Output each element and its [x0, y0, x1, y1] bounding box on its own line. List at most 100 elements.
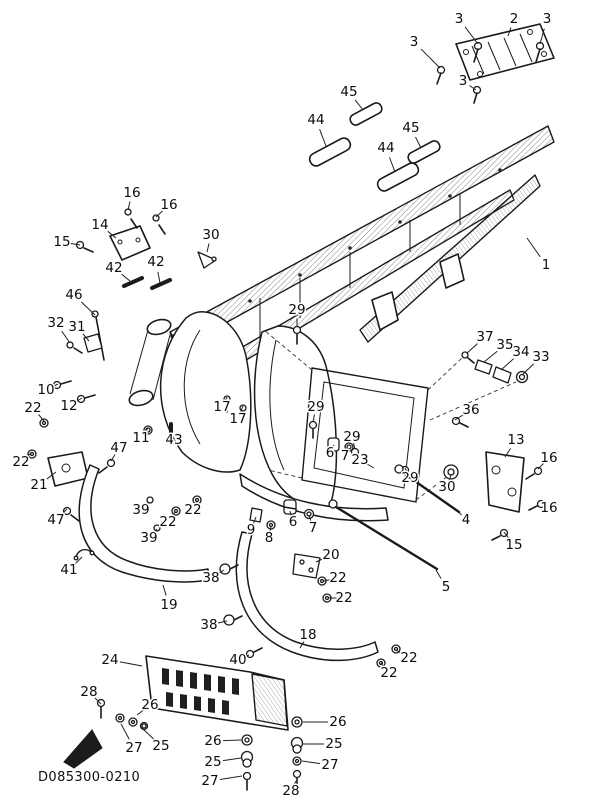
callout-label: 3 [459, 73, 468, 89]
callout-leader [466, 343, 478, 354]
callout-label: 15 [53, 234, 70, 250]
callout-label: 15 [505, 537, 522, 553]
callout-leader [51, 383, 59, 388]
callout-label: 22 [400, 650, 417, 666]
callout-label: 28 [80, 684, 97, 700]
callout-leader [323, 579, 332, 582]
callout-label: 13 [507, 432, 524, 448]
callout-label: 8 [265, 530, 274, 546]
callout-leader [299, 641, 305, 649]
callout-label: 29 [343, 429, 360, 445]
callout-leader [170, 429, 173, 436]
callout-leader [144, 427, 149, 434]
callout-label: 29 [401, 470, 418, 486]
callout-label: 29 [307, 399, 324, 415]
callout-leader [331, 444, 335, 450]
callout-leader [70, 243, 81, 246]
callout-label: 30 [438, 479, 455, 495]
rear-subframe-bracket [301, 367, 429, 503]
callout-label: 34 [512, 344, 529, 360]
callout-label: 22 [24, 400, 41, 416]
callout-label: 19 [160, 597, 177, 613]
cushion-pads [308, 102, 441, 192]
callout-label: 20 [322, 547, 339, 563]
callout-leader [404, 467, 408, 474]
callout-leader [107, 230, 117, 239]
callout-label: 29 [288, 302, 305, 318]
callout-leader [353, 442, 356, 450]
callout-leader [420, 48, 441, 69]
callout-leader [293, 780, 297, 787]
callout-leader [366, 463, 375, 469]
callout-label: 25 [204, 754, 221, 770]
callout-leader [152, 528, 158, 534]
callout-label: 32 [47, 315, 64, 331]
callout-leader [319, 129, 327, 147]
callout-label: 4 [462, 512, 471, 528]
callout-leader [61, 330, 71, 344]
callout-label: 38 [200, 617, 217, 633]
callout-leader [354, 99, 364, 111]
callout-label: 7 [341, 448, 350, 464]
callout-label: 47 [110, 440, 127, 456]
callout-leader [448, 474, 452, 482]
callout-leader [539, 28, 545, 45]
callout-label: 6 [289, 514, 298, 530]
callout-label: 3 [410, 34, 419, 50]
callout-leader [26, 451, 33, 458]
callout-leader [219, 775, 243, 780]
callout-leader [269, 525, 272, 533]
callout-leader [127, 201, 131, 211]
callout-leader [301, 760, 321, 765]
callout-label: 9 [247, 522, 256, 538]
callout-leader [253, 516, 257, 524]
callout-leader [217, 620, 228, 624]
callout-label: 3 [543, 11, 552, 27]
callout-label: 21 [30, 477, 47, 493]
callout-label: 25 [325, 736, 342, 752]
callout-label: 22 [184, 502, 201, 518]
callout-leader [243, 654, 250, 658]
callout-label: 22 [159, 514, 176, 530]
callout-leader [315, 558, 324, 563]
callout-label: 5 [442, 579, 451, 595]
callout-label: 17 [213, 399, 230, 415]
callout-leader [157, 271, 161, 284]
callout-label: 7 [309, 520, 318, 536]
diagram-code: D085300-0210 [38, 770, 141, 785]
footrest-bracket-right [485, 451, 525, 513]
callout-leader [380, 662, 386, 669]
callout-label: 28 [282, 783, 299, 799]
skid-plate [145, 655, 289, 731]
callout-leader [289, 510, 292, 517]
front-bracket-plate [109, 225, 151, 261]
callout-label: 26 [204, 733, 221, 749]
callout-leader [308, 514, 312, 522]
rear-carrier [455, 23, 555, 81]
callout-label: 27 [321, 757, 338, 773]
callout-label: 22 [380, 665, 397, 681]
callout-label: 26 [141, 697, 158, 713]
callout-leader [61, 508, 68, 515]
callout-leader [224, 396, 228, 403]
callout-leader [507, 27, 512, 37]
engine-guard-center-tube [235, 531, 379, 662]
callout-label: 16 [160, 197, 177, 213]
callout-leader [155, 210, 163, 218]
callout-label: 27 [125, 740, 142, 756]
callout-leader [194, 501, 198, 507]
callout-leader [119, 661, 143, 667]
callout-label: 40 [229, 652, 246, 668]
callout-leader [222, 739, 242, 742]
callout-label: 6 [326, 445, 335, 461]
callout-label: 44 [377, 140, 394, 156]
callout-label: 30 [202, 227, 219, 243]
callout-leader [500, 358, 514, 371]
callout-leader [75, 397, 83, 403]
callout-leader [504, 448, 511, 458]
callout-leader [171, 511, 176, 518]
callout-label: 25 [152, 738, 169, 754]
callout-leader [206, 243, 210, 253]
